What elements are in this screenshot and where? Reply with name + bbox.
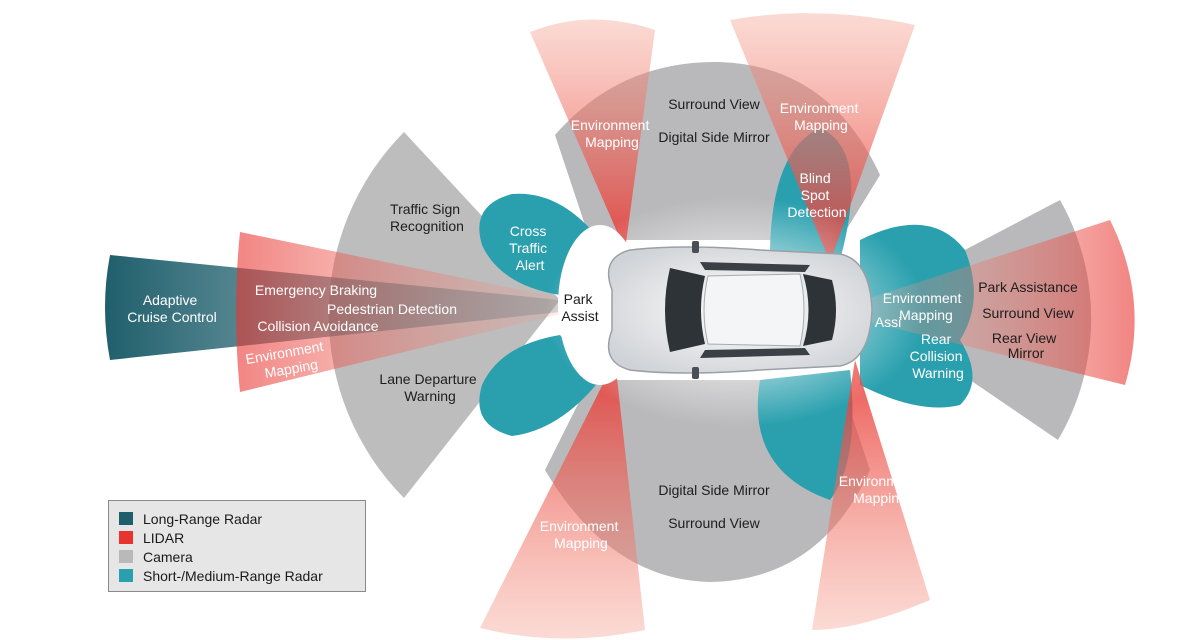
label-cross-traffic: Cross Traffic Alert — [509, 223, 551, 273]
mirror-right — [692, 367, 699, 379]
legend-swatch — [119, 512, 133, 525]
legend-swatch — [119, 569, 133, 582]
lidar-rear-beam — [870, 220, 1135, 385]
legend-label: Long-Range Radar — [143, 510, 263, 527]
label-env-mapping-top-left: Environment Mapping — [571, 117, 653, 150]
lidar-top-left — [530, 19, 655, 251]
legend-item: LIDAR — [119, 528, 365, 547]
legend-item: Short-/Medium-Range Radar — [119, 566, 365, 585]
car-side-window-bottom — [700, 348, 810, 358]
label-pedestrian-detection: Pedestrian Detection — [327, 301, 457, 317]
lidar-top-right — [730, 13, 915, 262]
car-windshield — [665, 268, 705, 352]
lidar-bottom-right — [812, 360, 930, 630]
mirror-left — [692, 241, 699, 253]
legend-item: Long-Range Radar — [119, 509, 365, 528]
legend-label: Camera — [143, 548, 193, 565]
legend-swatch — [119, 550, 133, 563]
label-env-mapping-bottom-right: Environment Mapping — [839, 473, 921, 506]
legend-label: Short-/Medium-Range Radar — [143, 567, 323, 584]
car-side-window-top — [700, 262, 810, 272]
label-digital-side-mirror-bottom: Digital Side Mirror — [658, 482, 770, 498]
label-traffic-sign: Traffic Sign Recognition — [390, 201, 464, 234]
lidar-front-beam — [236, 232, 560, 392]
label-env-mapping-bottom-left: Environment Mapping — [540, 518, 622, 551]
label-emergency-braking: Emergency Braking — [255, 282, 377, 298]
label-rear-assist-partial: Assi — [875, 314, 901, 330]
label-park-assistance: Park Assistance — [978, 279, 1078, 295]
label-adaptive-cruise: Adaptive Cruise Control — [127, 292, 216, 325]
label-blind-spot: Blind Spot Detection — [787, 170, 846, 220]
legend-swatch — [119, 531, 133, 544]
legend-label: LIDAR — [143, 529, 185, 546]
label-lane-departure: Lane Departure Warning — [379, 371, 480, 404]
label-collision-avoidance: Collision Avoidance — [257, 318, 378, 334]
label-surround-view-bottom: Surround View — [668, 515, 760, 531]
car-roof — [703, 273, 805, 347]
label-digital-side-mirror-top: Digital Side Mirror — [658, 129, 770, 145]
label-env-mapping-right: Environment Mapping — [883, 290, 965, 323]
label-rear-collision: Rear Collision Warning — [910, 331, 967, 381]
lidar-bottom-left — [480, 360, 645, 639]
label-surround-view-right: Surround View — [982, 305, 1074, 321]
car-rear-window — [803, 274, 836, 346]
label-rear-view-mirror: Rear View Mirror — [992, 330, 1060, 361]
label-surround-view-top: Surround View — [668, 96, 760, 112]
label-park-assist-front: Park Assist — [561, 291, 598, 324]
car — [607, 241, 873, 379]
legend-item: Camera — [119, 547, 365, 566]
label-env-mapping-top-right: Environment Mapping — [780, 100, 862, 133]
